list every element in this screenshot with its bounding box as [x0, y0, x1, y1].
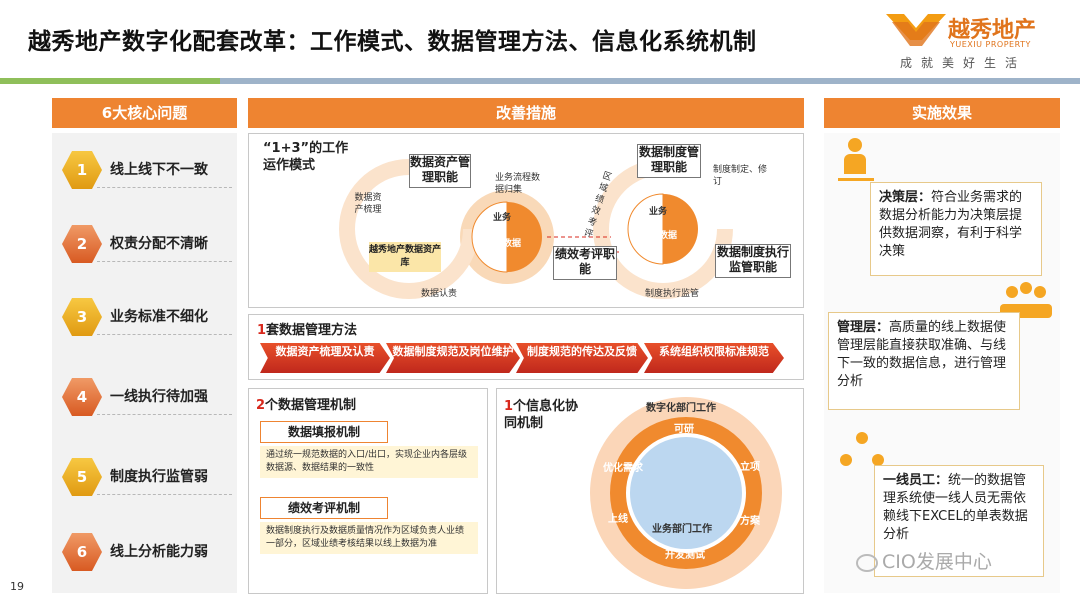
method-title-text: 套数据管理方法: [266, 323, 358, 338]
problems-header: 6大核心问题: [52, 98, 237, 128]
problem-number: 1: [62, 151, 102, 189]
problem-number: 6: [62, 533, 102, 571]
watermark: CIO发展中心: [856, 547, 992, 574]
measures-header: 改善措施: [248, 98, 804, 128]
info-ring-diagram-icon: [590, 397, 782, 589]
method-step: 系统组织权限标准规范: [644, 343, 784, 373]
company-logo: 越秀地产 YUEXIU PROPERTY 成就美好生活: [886, 10, 1068, 72]
core-data-left: 数据: [503, 239, 522, 249]
info-title: 1个信息化协 同机制: [504, 398, 578, 432]
arc-label-bottom: 制度执行监管: [645, 289, 700, 299]
method-step: 制度规范的传达及反馈: [516, 343, 648, 373]
effect-role: 决策层：: [879, 190, 932, 205]
mechanism-desc: 数据制度执行及数据质量情况作为区域负责人业绩一部分，区域业绩考核结果以线上数据为…: [260, 522, 478, 554]
method-num: 1: [257, 323, 267, 338]
mechanism-num: 2: [256, 398, 266, 413]
ring-step: 开发测试: [665, 550, 705, 561]
ring-step: 立项: [740, 462, 760, 473]
node-data-asset: 数据资产管理职能: [409, 154, 471, 188]
effect-role: 管理层：: [837, 320, 890, 335]
problem-item: 5 制度执行监管弱: [52, 448, 237, 508]
info-num: 1: [504, 399, 514, 414]
effect-text: 符合业务需求的数据分析能力为决策层提供数据洞察，有利于科学决策: [879, 190, 1023, 259]
work-mode-panel: “1+3”的工作 运作模式 数据资产管理职能 数据资产梳理 业务流程数据归集 越…: [248, 133, 804, 308]
mechanism-tag: 绩效考评机制: [260, 497, 388, 519]
page-number: 19: [10, 580, 24, 593]
problem-number: 4: [62, 378, 102, 416]
label-auth: 数据认责: [421, 289, 458, 299]
effects-header: 实施效果: [824, 98, 1060, 128]
node-performance: 绩效考评职能: [553, 246, 617, 280]
node-data-policy: 数据制度管理职能: [637, 144, 701, 178]
logo-english: YUEXIU PROPERTY: [950, 40, 1031, 49]
logo-name: 越秀地产: [948, 17, 1037, 43]
work-mode-heading-1: “1+3”的工作: [263, 141, 349, 156]
ring-step: 上线: [608, 514, 628, 525]
problem-item: 1 线上线下不一致: [52, 141, 237, 201]
problem-label: 制度执行监管弱: [110, 469, 208, 485]
divider: [97, 187, 232, 188]
mechanism-tag: 数据填报机制: [260, 421, 388, 443]
info-title-1: 1个信息化协: [504, 398, 578, 415]
mechanism-desc: 通过统一规范数据的入口/出口，实现企业内各层级数据源、数据结果的一致性: [260, 446, 478, 478]
method-title: 1套数据管理方法: [257, 319, 357, 338]
problem-number: 5: [62, 458, 102, 496]
problem-number: 2: [62, 225, 102, 263]
divider: [97, 334, 232, 335]
problem-list: 1 线上线下不一致 2 权责分配不清晰 3 业务标准不细化 4 一线执行待加强 …: [52, 133, 237, 593]
cycle-diagram-icon: [339, 159, 733, 299]
decision-icon: [836, 138, 876, 194]
problem-label: 权责分配不清晰: [110, 236, 208, 252]
arc-label-right: 制度制定、修订: [713, 165, 768, 187]
core-business-left: 业务: [493, 213, 512, 223]
repo-box: 越秀地产数据资产库: [369, 242, 441, 272]
problem-item: 6 线上分析能力弱: [52, 523, 237, 583]
problem-label: 一线执行待加强: [110, 389, 208, 405]
problem-number: 3: [62, 298, 102, 336]
mechanism-panel: [248, 388, 488, 594]
method-step: 数据资产梳理及认责: [260, 343, 390, 373]
info-title-text: 个信息化协: [513, 399, 579, 414]
effect-management: 管理层：高质量的线上数据使管理层能直接获取准确、与线下一致的数据信息，进行管理分…: [828, 312, 1020, 410]
divider: [97, 261, 232, 262]
problem-label: 线上分析能力弱: [110, 544, 208, 560]
mechanism-title-text: 个数据管理机制: [265, 398, 357, 413]
ring-step: 可研: [674, 424, 694, 435]
work-mode-heading: “1+3”的工作 运作模式: [263, 140, 348, 174]
info-title-2: 同机制: [504, 416, 544, 431]
header-bar-green: [0, 78, 220, 84]
problem-label: 线上线下不一致: [110, 162, 208, 178]
problem-item: 2 权责分配不清晰: [52, 215, 237, 275]
logo-slogan: 成就美好生活: [900, 56, 1027, 70]
core-business-right: 业务: [649, 207, 668, 217]
core-data-right: 数据: [659, 231, 678, 241]
mechanism-title: 2个数据管理机制: [256, 394, 356, 413]
problem-label: 业务标准不细化: [110, 309, 208, 325]
ring-step: 方案: [740, 516, 760, 527]
logo-mark-icon: [886, 14, 946, 46]
divider: [97, 494, 232, 495]
effect-staff: 一线员工：统一的数据管理系统使一线人员无需依赖线下EXCEL的单表数据分析: [874, 465, 1044, 577]
effect-text: 统一的数据管理系统使一线人员无需依赖线下EXCEL的单表数据分析: [883, 473, 1028, 542]
header-bar-blue: [220, 78, 1080, 84]
wechat-icon: [856, 553, 878, 572]
page-title: 越秀地产数字化配套改革：工作模式、数据管理方法、信息化系统机制: [28, 29, 757, 55]
info-outer-label: 数字化部门工作: [646, 403, 716, 414]
staff-icon: [838, 432, 888, 476]
problem-item: 4 一线执行待加强: [52, 368, 237, 428]
node-policy-supervision: 数据制度执行监管职能: [715, 244, 791, 278]
method-step: 数据制度规范及岗位维护: [386, 343, 520, 373]
effect-role: 一线员工：: [883, 473, 949, 488]
label-flow: 业务流程数据归集: [495, 173, 541, 195]
ring-step: 优化需求: [603, 463, 643, 474]
info-inner-label: 业务部门工作: [652, 524, 712, 535]
effect-decision: 决策层：符合业务需求的数据分析能力为决策层提供数据洞察，有利于科学决策: [870, 182, 1042, 276]
effect-text: 高质量的线上数据使管理层能直接获取准确、与线下一致的数据信息，进行管理分析: [837, 320, 1007, 389]
work-mode-heading-2: 运作模式: [263, 158, 316, 173]
watermark-text: CIO发展中心: [882, 551, 992, 573]
divider: [97, 414, 232, 415]
problem-item: 3 业务标准不细化: [52, 288, 237, 348]
label-asset-sort: 数据资产梳理: [354, 193, 382, 215]
